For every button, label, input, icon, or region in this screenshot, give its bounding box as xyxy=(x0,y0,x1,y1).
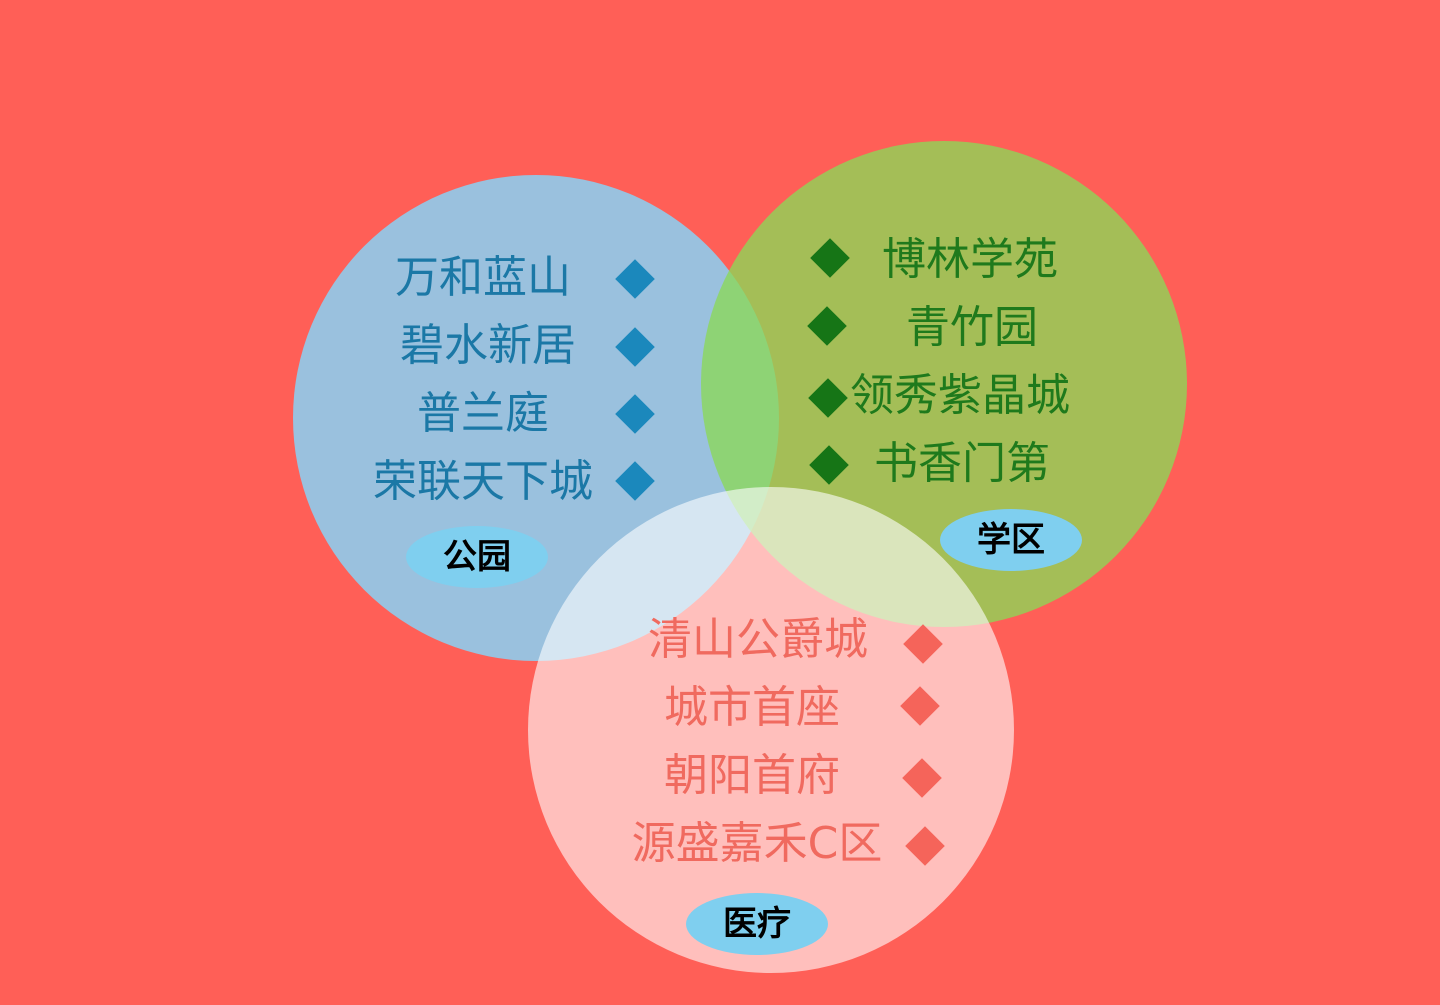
medical-item: 源盛嘉禾C区 xyxy=(631,818,883,869)
school-item: 书香门第 xyxy=(874,438,1050,489)
park-label: 公园 xyxy=(406,526,548,588)
school-label: 学区 xyxy=(940,509,1082,571)
school-item: 青竹园 xyxy=(906,302,1038,353)
medical-item: 城市首座 xyxy=(664,682,840,733)
park-item: 万和蓝山 xyxy=(395,252,571,303)
park-item: 碧水新居 xyxy=(400,320,576,371)
school-item: 领秀紫晶城 xyxy=(850,370,1070,421)
park-item: 荣联天下城 xyxy=(373,456,593,507)
park-item: 普兰庭 xyxy=(417,388,549,439)
medical-circle xyxy=(528,487,1014,973)
school-item: 博林学苑 xyxy=(882,234,1058,285)
medical-label: 医疗 xyxy=(686,893,828,955)
medical-item: 朝阳首府 xyxy=(664,750,840,801)
medical-item: 清山公爵城 xyxy=(648,614,868,665)
